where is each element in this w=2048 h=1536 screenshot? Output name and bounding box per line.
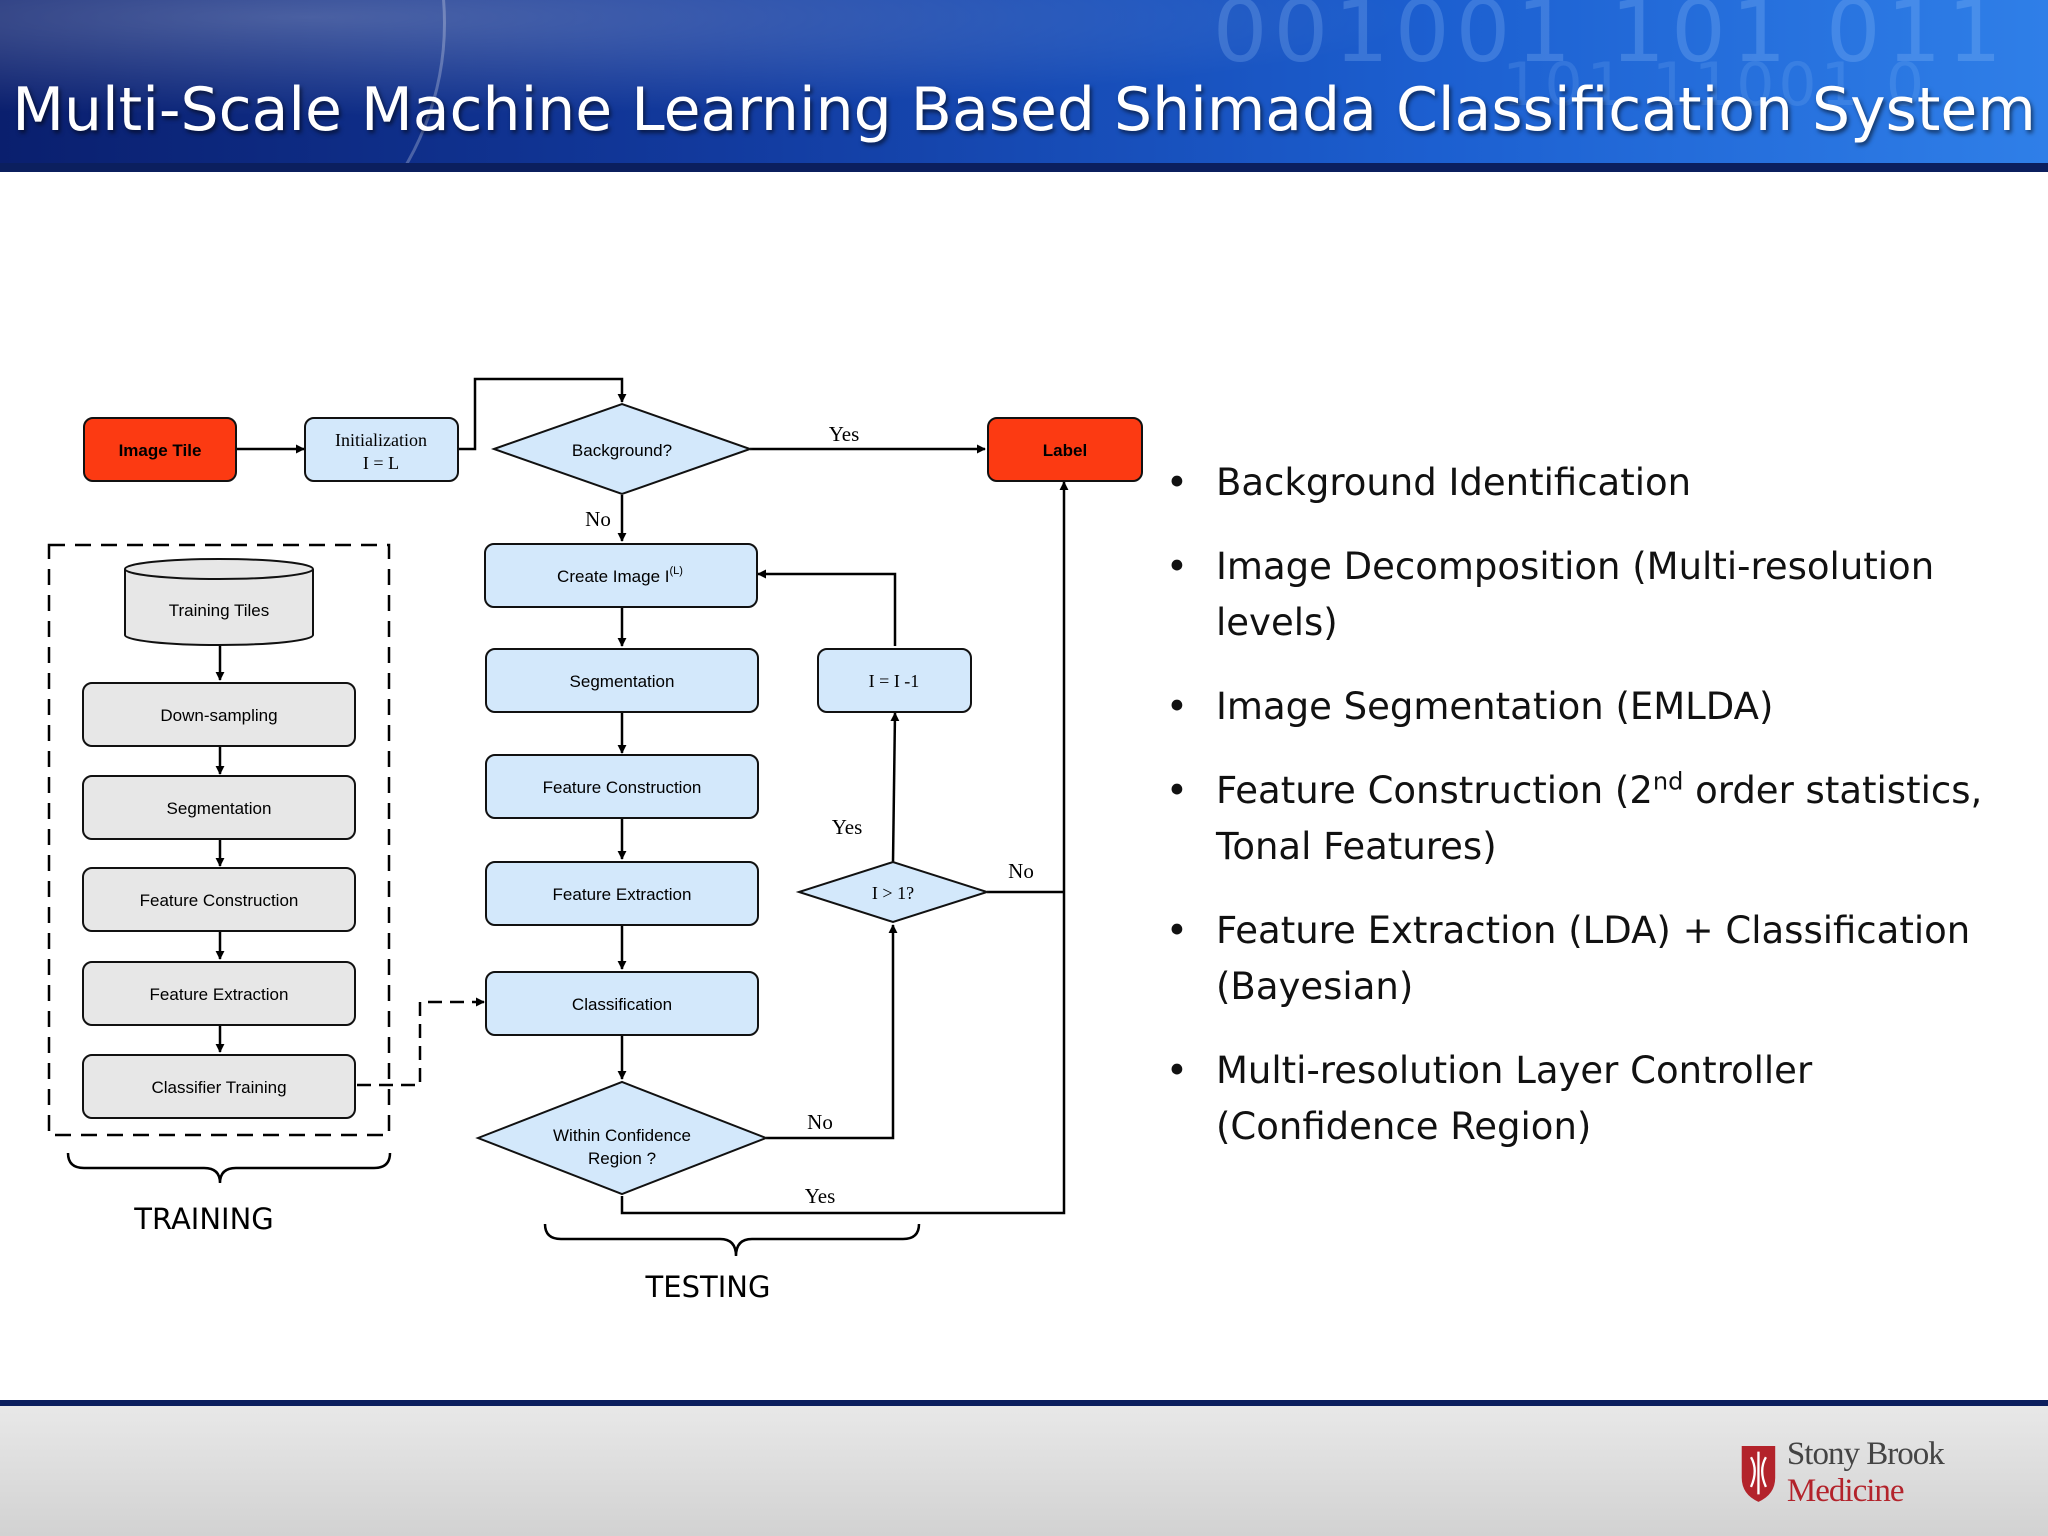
feature-construction-text: Feature Construction	[543, 778, 702, 797]
arrow-init-to-background	[458, 377, 627, 451]
training-tiles-database: Training Tiles	[124, 558, 314, 646]
testing-section-label: TESTING	[645, 1270, 771, 1304]
background-yes-label: Yes	[829, 422, 860, 446]
downsampling-node: Down-sampling	[82, 682, 356, 747]
bullet-item: • Multi-resolution Layer Controller (Conf…	[1160, 1043, 2040, 1155]
bullet-item: • Image Decomposition (Multi-resolution l…	[1160, 539, 2040, 651]
arrow-levelcheck-yes-to-decrement	[890, 712, 900, 863]
bullet-text-part: order statistics, Tonal Features)	[1216, 769, 1983, 868]
confidence-decision: Within Confidence Region ?	[475, 1080, 769, 1196]
bullet-dot: •	[1166, 1049, 1188, 1092]
training-feature-construction-text: Feature Construction	[140, 891, 299, 910]
header-binary-decoration: 001001 101 011	[1212, 0, 2008, 82]
header-banner: 001001 101 011 101 11001 0	[0, 0, 2048, 172]
training-section-label: TRAINING	[133, 1202, 274, 1236]
training-segmentation-text: Segmentation	[167, 799, 272, 818]
background-decision-text: Background?	[572, 441, 672, 460]
classification-text: Classification	[572, 995, 672, 1014]
training-feature-extraction-text: Feature Extraction	[150, 985, 289, 1004]
create-image-text: Create Image I(L)	[557, 565, 683, 586]
bullet-text: Background Identification	[1216, 461, 1692, 504]
image-tile-text: Image Tile	[119, 441, 202, 460]
segmentation-node: Segmentation	[485, 648, 759, 713]
initialization-text-1: Initialization	[335, 430, 427, 450]
levelcheck-yes-label: Yes	[832, 815, 863, 839]
initialization-text-2: I = L	[363, 453, 399, 473]
level-check-text: I > 1?	[872, 883, 914, 903]
bullet-dot: •	[1166, 685, 1188, 728]
feature-extraction-node: Feature Extraction	[485, 861, 759, 926]
training-feature-construction-node: Feature Construction	[82, 867, 356, 932]
decrement-text: I = I -1	[869, 671, 920, 691]
logo-wordmark: Stony Brook Medicine	[1787, 1436, 2048, 1510]
bullet-text: Multi-resolution Layer Controller (Confi…	[1216, 1049, 1813, 1148]
level-check-decision: I > 1?	[795, 860, 991, 924]
footer-band	[0, 1400, 2048, 1536]
training-segmentation-node: Segmentation	[82, 775, 356, 840]
confidence-yes-label: Yes	[805, 1184, 836, 1208]
downsampling-text: Down-sampling	[160, 706, 277, 725]
bullet-text: Image Segmentation (EMLDA)	[1216, 685, 1774, 728]
label-node: Label	[987, 417, 1143, 482]
arrow-confidence-yes-to-label	[620, 481, 1069, 1215]
bullet-item: • Feature Extraction (LDA) + Classificati…	[1160, 903, 2040, 1015]
classification-node: Classification	[485, 971, 759, 1036]
background-decision: Background?	[490, 402, 754, 496]
bullet-item: • Image Segmentation (EMLDA)	[1160, 679, 2040, 735]
create-image-node: Create Image I(L)	[484, 543, 758, 608]
training-feature-extraction-node: Feature Extraction	[82, 961, 356, 1026]
training-tiles-text: Training Tiles	[169, 601, 269, 620]
arrow-decrement-to-create	[757, 569, 897, 646]
header-rule	[0, 163, 2048, 172]
classifier-training-node: Classifier Training	[82, 1054, 356, 1119]
logo-word-accent: Medicine	[1786, 1473, 1905, 1509]
shield-icon	[1741, 1446, 1776, 1502]
footer-rule	[0, 1400, 2048, 1406]
confidence-text-1: Within Confidence	[553, 1126, 691, 1145]
bullet-item: • Background Identification	[1160, 455, 2040, 511]
logo-word-primary: Stony Brook	[1786, 1436, 1945, 1472]
arrow-trainer-to-classification	[357, 997, 485, 1087]
image-tile-node: Image Tile	[83, 417, 237, 482]
bullet-dot: •	[1166, 461, 1188, 504]
training-region	[47, 543, 391, 1137]
bullet-text: Feature Extraction (LDA) + Classificatio…	[1216, 909, 1971, 1008]
bullet-text: Image Decomposition (Multi-resolution le…	[1216, 545, 1935, 644]
background-no-label: No	[585, 507, 611, 531]
confidence-no-label: No	[807, 1110, 833, 1134]
feature-extraction-text: Feature Extraction	[553, 885, 692, 904]
training-brace	[66, 1152, 392, 1184]
bullet-list: • Background Identification • Image Decomp…	[1160, 455, 2040, 1183]
bullet-item: • Feature Construction (2nd order statist…	[1160, 763, 2040, 875]
levelcheck-no-label: No	[1008, 859, 1034, 883]
decrement-node: I = I -1	[817, 648, 972, 713]
classifier-training-text: Classifier Training	[151, 1078, 286, 1097]
segmentation-text: Segmentation	[570, 672, 675, 691]
stony-brook-logo: Stony Brook Medicine	[1738, 1436, 2048, 1510]
flow-connectors	[66, 377, 1069, 1257]
initialization-node: Initialization I = L	[304, 417, 459, 482]
bullet-dot: •	[1166, 769, 1188, 812]
confidence-text-2: Region ?	[588, 1149, 656, 1168]
bullet-superscript: nd	[1652, 767, 1684, 796]
slide-title: Multi-Scale Machine Learning Based Shima…	[12, 75, 2036, 145]
bullet-dot: •	[1166, 545, 1188, 588]
testing-brace	[543, 1223, 921, 1257]
bullet-text-part: Feature Construction (2	[1216, 769, 1653, 812]
arrow-confidence-no-to-levelcheck	[766, 924, 898, 1140]
header-binary-decoration-2: 101 11001 0	[1502, 50, 1928, 120]
flowchart: Image Tile Initialization I = L Backgrou…	[47, 377, 1143, 1304]
bullet-text: Feature Construction (2nd order statisti…	[1216, 769, 1982, 868]
bullet-dot: •	[1166, 909, 1188, 952]
label-node-text: Label	[1043, 441, 1087, 460]
feature-construction-node: Feature Construction	[485, 754, 759, 819]
